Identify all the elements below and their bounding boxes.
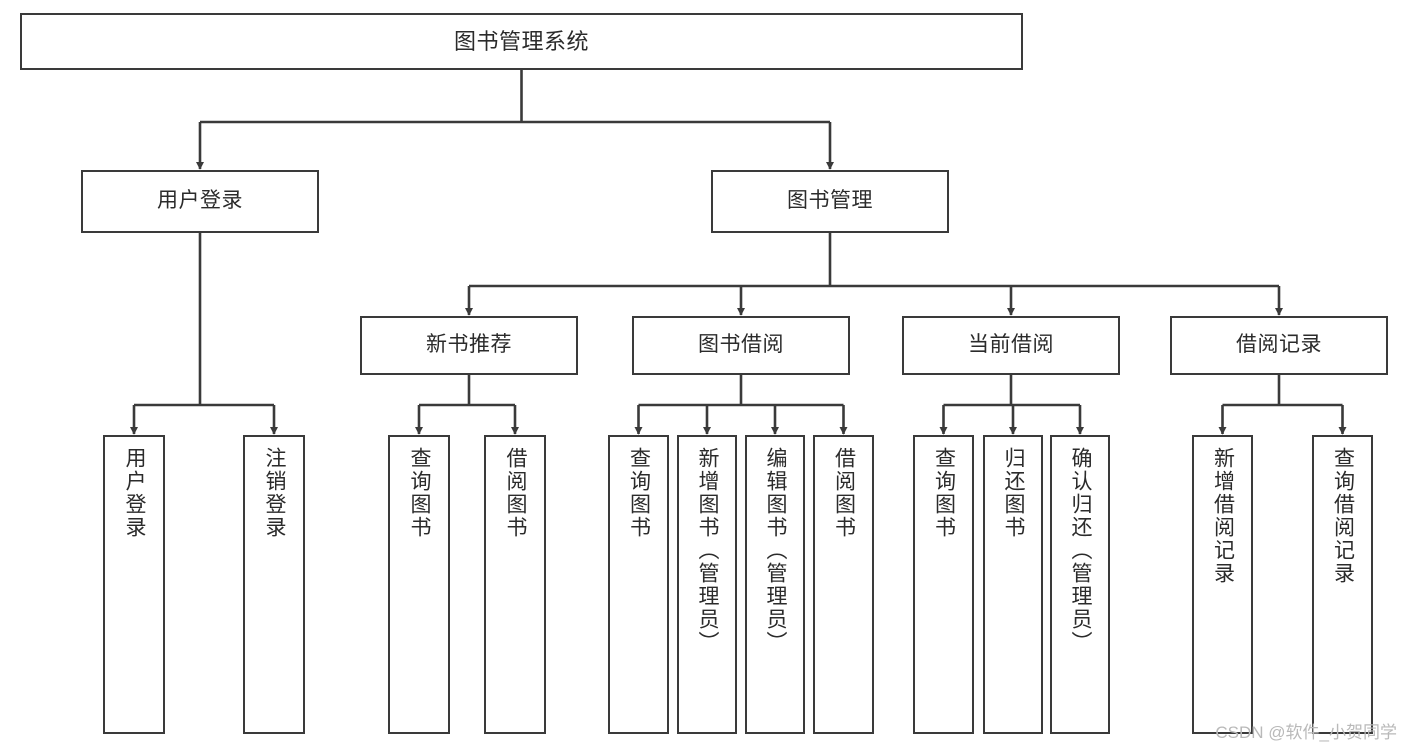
node-label: 借阅记录 <box>1236 333 1322 357</box>
leaf-confirm-return-admin[interactable]: 确认归还（管理员） <box>1050 435 1110 734</box>
node-label: 查询图书 <box>627 447 651 539</box>
node-label: 图书管理 <box>787 189 873 213</box>
node-label: 查询图书 <box>408 447 432 539</box>
node-label: 用户登录 <box>123 447 147 539</box>
node-label: 借阅图书 <box>504 447 528 539</box>
leaf-query-book-current[interactable]: 查询图书 <box>913 435 974 734</box>
csdn-watermark: CSDN @软件_小贺同学 <box>1215 723 1397 742</box>
leaf-add-borrow-record[interactable]: 新增借阅记录 <box>1192 435 1253 734</box>
node-label: 注销登录 <box>263 447 287 539</box>
leaf-query-borrow-record[interactable]: 查询借阅记录 <box>1312 435 1373 734</box>
leaf-borrow-book-recommend[interactable]: 借阅图书 <box>484 435 546 734</box>
leaf-return-book[interactable]: 归还图书 <box>983 435 1043 734</box>
leaf-query-book-recommend[interactable]: 查询图书 <box>388 435 450 734</box>
node-label: 新增图书（管理员） <box>696 447 720 654</box>
leaf-user-login[interactable]: 用户登录 <box>103 435 165 734</box>
node-book-management[interactable]: 图书管理 <box>711 170 949 233</box>
node-borrow-record[interactable]: 借阅记录 <box>1170 316 1388 375</box>
node-label: 图书管理系统 <box>453 28 589 54</box>
leaf-edit-book-admin[interactable]: 编辑图书（管理员） <box>745 435 805 734</box>
node-label: 查询图书 <box>932 447 956 539</box>
node-label: 图书借阅 <box>698 333 784 357</box>
node-book-borrow[interactable]: 图书借阅 <box>632 316 850 375</box>
node-label: 编辑图书（管理员） <box>764 447 788 654</box>
leaf-add-book-admin[interactable]: 新增图书（管理员） <box>677 435 737 734</box>
node-label: 借阅图书 <box>832 447 856 539</box>
node-current-borrow[interactable]: 当前借阅 <box>902 316 1120 375</box>
leaf-borrow-book[interactable]: 借阅图书 <box>813 435 874 734</box>
leaf-user-logout[interactable]: 注销登录 <box>243 435 305 734</box>
leaf-query-book-borrow[interactable]: 查询图书 <box>608 435 669 734</box>
node-label: 查询借阅记录 <box>1331 447 1355 585</box>
node-root-book-management-system[interactable]: 图书管理系统 <box>20 13 1023 70</box>
node-label: 新书推荐 <box>426 333 512 357</box>
node-label: 确认归还（管理员） <box>1069 447 1093 654</box>
node-label: 归还图书 <box>1002 447 1026 539</box>
node-new-book-recommend[interactable]: 新书推荐 <box>360 316 578 375</box>
node-label: 用户登录 <box>157 189 243 213</box>
node-label: 当前借阅 <box>968 333 1054 357</box>
node-user-login[interactable]: 用户登录 <box>81 170 319 233</box>
node-label: 新增借阅记录 <box>1211 447 1235 585</box>
